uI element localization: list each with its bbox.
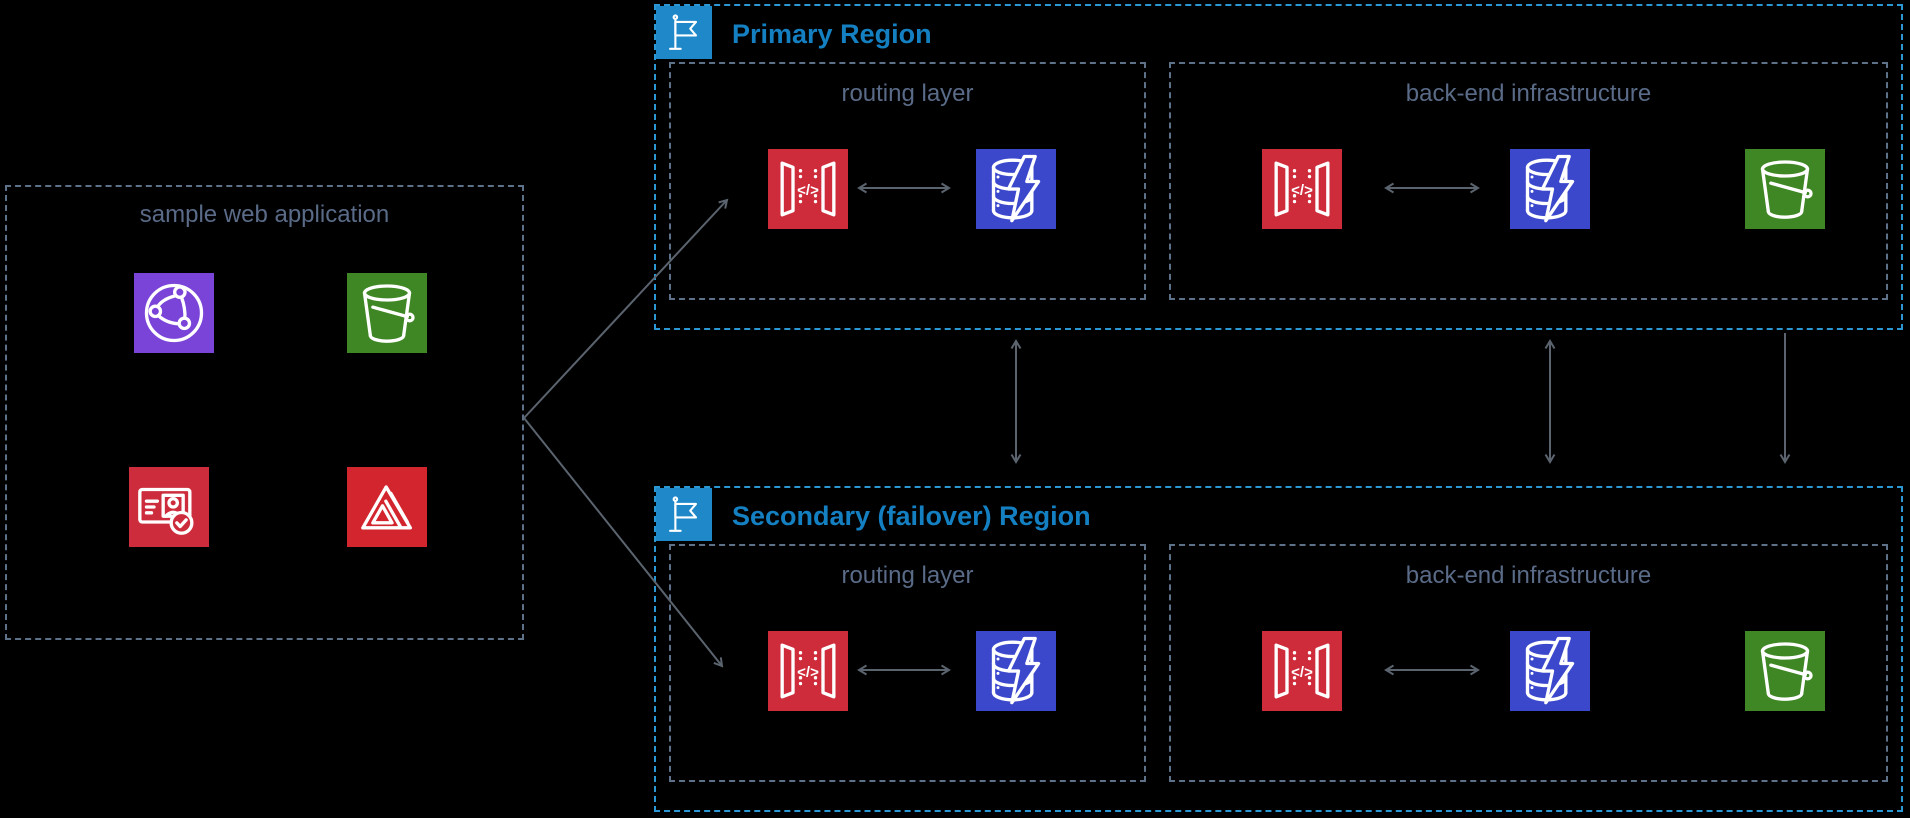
group-title: routing layer xyxy=(841,80,974,107)
group-title: routing layer xyxy=(841,562,974,589)
api-gateway-icon: </> xyxy=(768,631,848,711)
group-routing-layer-primary: routing layer </> xyxy=(669,62,1146,300)
region-secondary: Secondary (failover) Region routing laye… xyxy=(654,486,1903,812)
dynamodb-icon xyxy=(976,631,1056,711)
cognito-icon xyxy=(129,467,209,547)
s3-bucket-icon xyxy=(347,273,427,353)
svg-text:</>: </> xyxy=(1291,182,1313,199)
amplify-icon xyxy=(347,467,427,547)
svg-text:</>: </> xyxy=(797,664,819,681)
cloudfront-icon xyxy=(134,273,214,353)
region-title-secondary: Secondary (failover) Region xyxy=(732,501,1091,531)
region-title-primary: Primary Region xyxy=(732,19,932,49)
group-title: back-end infrastructure xyxy=(1405,562,1652,589)
group-backend-infrastructure-primary: back-end infrastructure </> xyxy=(1169,62,1888,300)
s3-bucket-icon xyxy=(1745,631,1825,711)
app-group-title: sample web application xyxy=(139,201,390,228)
svg-text:</>: </> xyxy=(1291,664,1313,681)
s3-bucket-icon xyxy=(1745,149,1825,229)
region-flag-icon xyxy=(656,6,712,59)
api-gateway-icon: </> xyxy=(1262,149,1342,229)
region-flag-icon xyxy=(656,488,712,541)
dynamodb-icon xyxy=(976,149,1056,229)
region-primary: Primary Region routing layer </> xyxy=(654,4,1903,330)
group-backend-infrastructure-secondary: back-end infrastructure </> xyxy=(1169,544,1888,782)
group-title: back-end infrastructure xyxy=(1405,80,1652,107)
group-routing-layer-secondary: routing layer </> xyxy=(669,544,1146,782)
dynamodb-icon xyxy=(1510,631,1590,711)
api-gateway-icon: </> xyxy=(1262,631,1342,711)
api-gateway-icon: </> xyxy=(768,149,848,229)
dynamodb-icon xyxy=(1510,149,1590,229)
app-group-box: sample web application xyxy=(5,185,524,640)
svg-text:</>: </> xyxy=(797,182,819,199)
